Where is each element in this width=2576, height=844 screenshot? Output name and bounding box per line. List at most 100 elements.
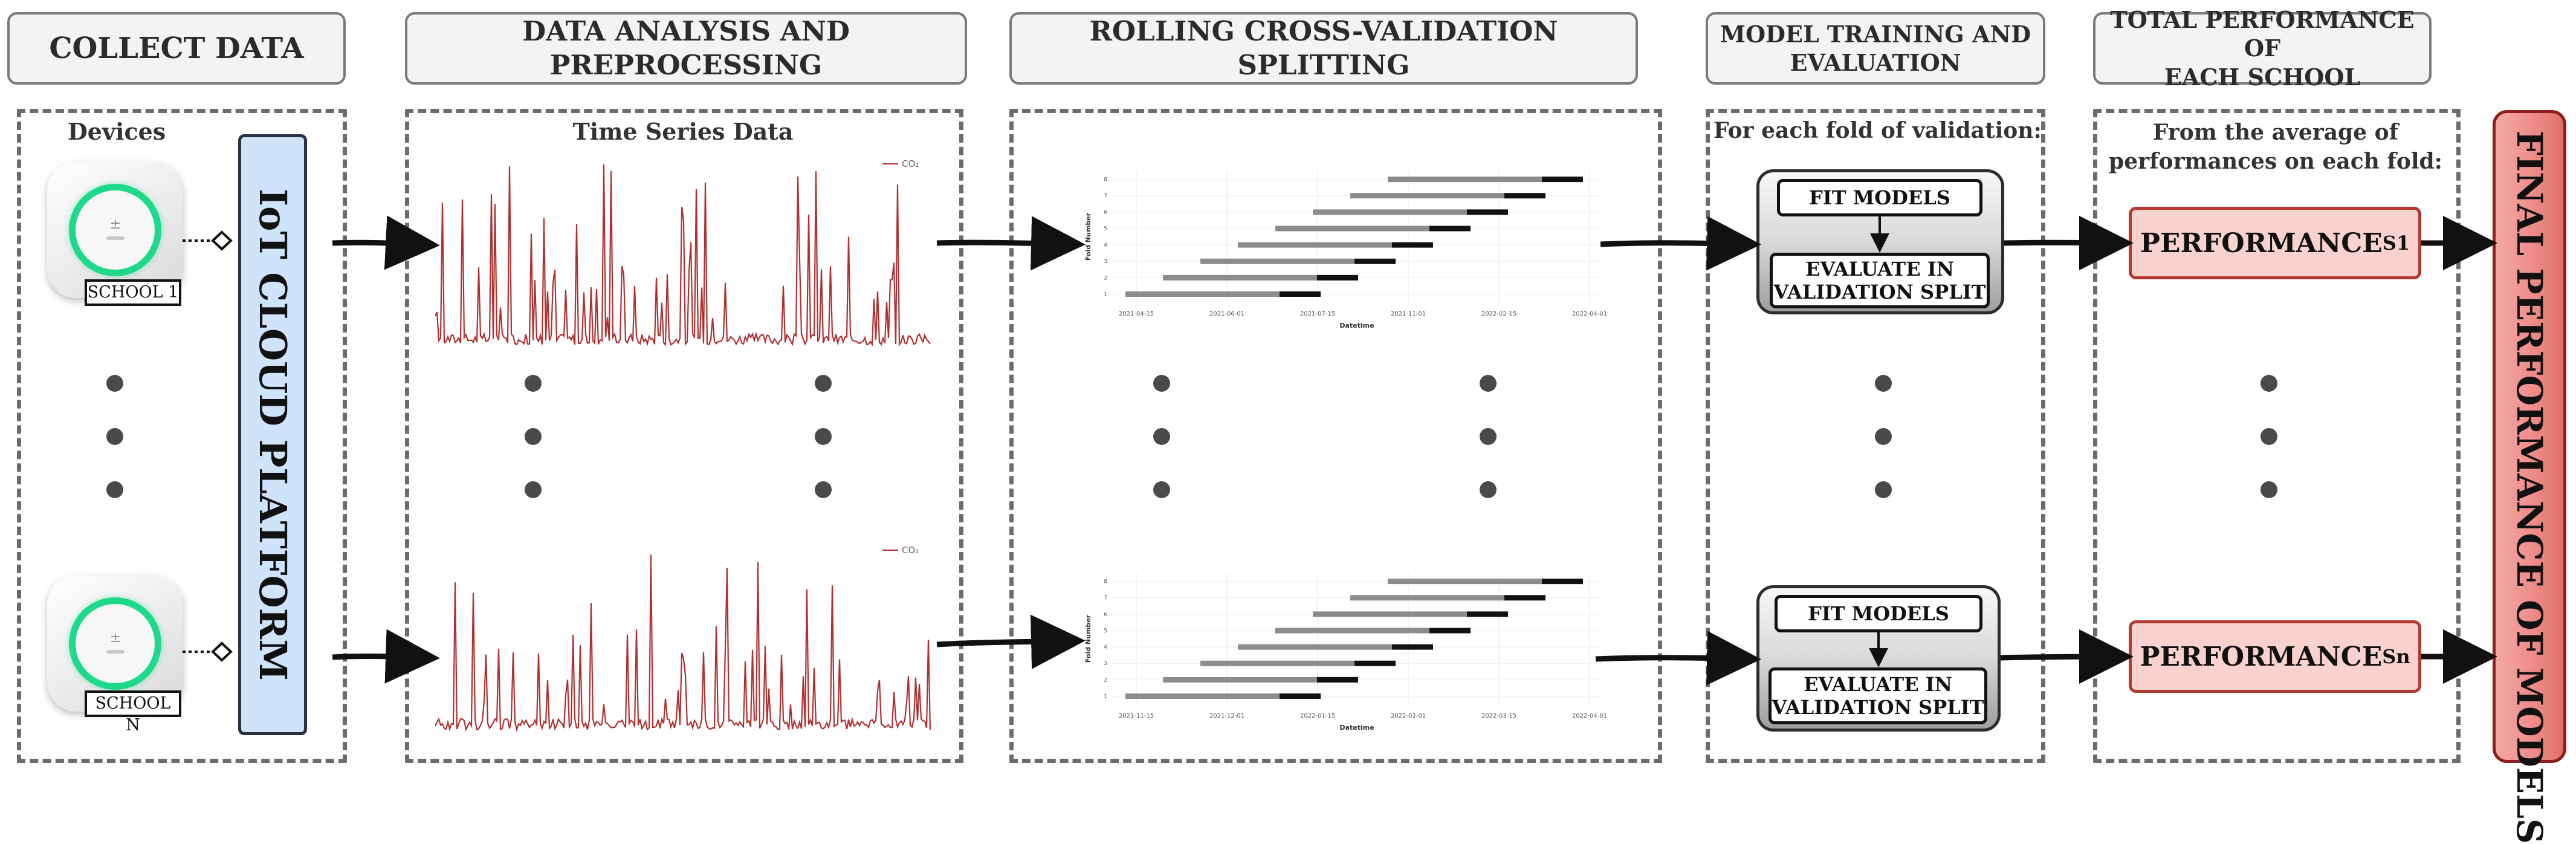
ellipsis-dot [1875,428,1892,445]
panel-total [2093,109,2461,763]
ellipsis-dot [1480,481,1497,498]
fold-tick-label: 6 [1104,210,1107,216]
average-text-line1: From the average of [2152,120,2399,145]
ellipsis-dot [106,375,123,392]
fold-tick-label: 2 [1104,677,1107,683]
ellipsis-dot [815,428,832,445]
fold-tick-label: 6 [1104,612,1107,618]
evaluate-text-line1: EVALUATE IN [1804,672,1952,696]
x-tick-label: 2022-04-01 [1572,713,1607,719]
fold-tick-label: 5 [1104,628,1107,634]
ellipsis-dot [1153,428,1170,445]
plus-icon: ± [109,217,121,232]
arrow-training-to-perf-sn [2000,629,2134,684]
header-model-training: MODEL TRAINING AND EVALUATION [1706,12,2045,85]
fit-models-text: FIT MODELS [1809,186,1950,209]
x-axis-label: Datetime [1339,724,1374,732]
arrow-cloud-to-timeseries-sn [332,629,440,684]
arrow-training-to-perf-s1 [2004,215,2134,270]
x-tick-label: 2022-01-15 [1300,713,1335,719]
evaluate-box-s1: EVALUATE IN VALIDATION SPLIT [1770,253,1990,308]
device-ring [69,184,161,276]
x-tick-label: 2022-03-15 [1481,713,1516,719]
fit-models-box-s1: FIT MODELS [1777,179,1982,216]
x-tick-label: 2022-02-01 [1391,713,1426,719]
arrow-timeseries-to-cv-s1 [936,216,1086,271]
arrow-cv-to-training-s1 [1600,216,1761,271]
fit-models-text: FIT MODELS [1808,602,1949,625]
fold-tick-label: 8 [1104,579,1107,585]
iot-cloud-platform-bar [238,134,307,735]
devices-label: Devices [67,118,166,145]
performance-sn-subscript: Sn [2382,645,2410,668]
y-axis-label: Fold Number [1084,614,1092,663]
x-tick-label: 2021-11-15 [1119,713,1154,719]
connector-overlay [183,215,2497,686]
ellipsis-dot [106,481,123,498]
fold-tick-label: 1 [1104,693,1107,700]
ellipsis-dot [1153,375,1170,392]
time-series-chart-bottom: CO₂ [435,545,931,733]
diamond-icon [211,641,233,662]
panel-collect [17,109,347,763]
rolling-cv-chart-top: 2021-04-15 2021-06-01 2021-07-15 2021-11-01… [1084,171,1607,329]
fold-tick-label: 1 [1104,291,1107,297]
x-tick-label: 2021-07-15 [1300,311,1335,317]
time-series-label: Time Series Data [572,118,794,145]
legend-text: CO₂ [902,545,919,556]
x-tick-label: 2021-04-15 [1119,311,1154,317]
header-total-line2: EACH SCHOOL [2164,63,2361,91]
header-training-line1: MODEL TRAINING AND [1720,20,2031,48]
ellipsis-dot [815,375,832,392]
panel-analysis [405,109,963,763]
y-axis-label: Fold Number [1084,212,1092,261]
fit-models-box-sn: FIT MODELS [1775,595,1982,632]
fold-tick-label: 7 [1104,193,1107,200]
co2-series-line-top [435,164,931,347]
x-tick-label: 2021-06-01 [1209,311,1244,317]
arrow-timeseries-to-cv-sn [936,614,1086,669]
header-collect-text: COLLECT DATA [49,31,304,65]
evaluate-text-line2: VALIDATION SPLIT [1772,696,1984,719]
arrow-cv-to-training-sn [1595,631,1761,686]
performance-sn-text: PERFORMANCE [2140,641,2383,672]
final-performance-bar [2493,110,2566,763]
average-text-line2: performances on each fold: [2109,149,2442,174]
panel-training [1706,109,2045,763]
performance-s1-subscript: S1 [2382,232,2410,255]
ellipsis-dot [106,428,123,445]
ellipsis-dot [1480,375,1497,392]
device-logo-icon [106,650,125,654]
x-tick-label: 2021-11-01 [1391,311,1426,317]
fold-validation-label: For each fold of validation: [1714,118,2042,143]
ellipsis-dot [1153,481,1170,498]
header-total-line1: TOTAL PERFORMANCE OF [2110,5,2415,62]
fold-tick-label: 4 [1104,644,1107,651]
legend-text: CO₂ [902,158,919,169]
ellipsis-dot [525,481,542,498]
fold-tick-label: 4 [1104,242,1107,248]
ellipsis-dot [2260,481,2277,498]
fold-tick-label: 3 [1104,259,1107,265]
ellipsis-dot [2260,375,2277,392]
header-analysis-text: DATA ANALYSIS AND PREPROCESSING [522,15,850,81]
header-collect-data: COLLECT DATA [7,12,346,85]
x-tick-label: 2022-04-01 [1572,311,1607,317]
fold-tick-label: 7 [1104,596,1107,602]
device-ring [69,597,161,690]
fold-tick-label: 5 [1104,226,1107,232]
diamond-icon [211,230,233,251]
evaluate-box-sn: EVALUATE IN VALIDATION SPLIT [1769,667,1987,724]
co2-series-line-bottom [435,554,931,733]
x-tick-label: 2022-02-15 [1481,311,1516,317]
school-1-label: SCHOOL 1 [85,279,181,306]
device-school-n: ± [47,576,183,712]
performance-s1-text: PERFORMANCE [2140,227,2383,259]
arrow-cloud-to-timeseries-s1 [332,215,440,270]
header-rolling-cv: ROLLING CROSS-VALIDATION SPLITTING [1009,12,1638,85]
header-total-performance: TOTAL PERFORMANCE OF EACH SCHOOL [2093,6,2432,91]
ellipsis-dot [1480,428,1497,445]
